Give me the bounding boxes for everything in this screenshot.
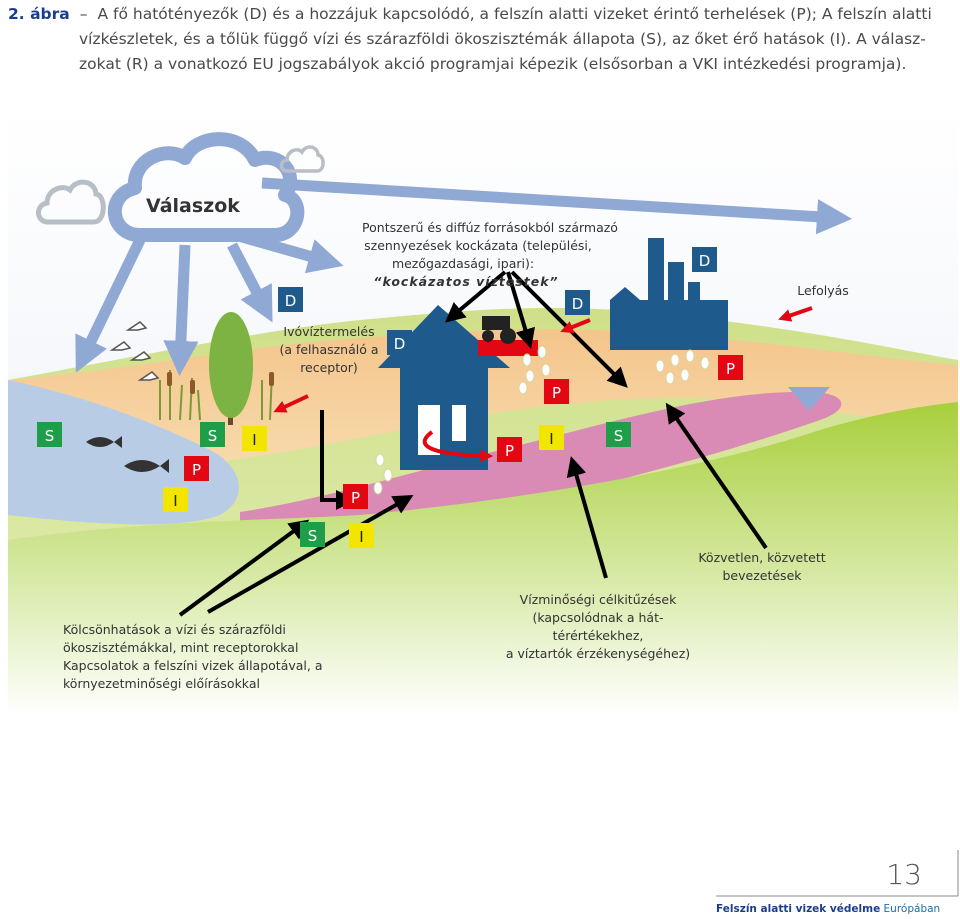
svg-text:S: S	[614, 427, 624, 445]
svg-text:D: D	[699, 252, 711, 270]
badge-d-2: D	[387, 330, 412, 355]
svg-text:P: P	[192, 461, 201, 479]
responses-label: Válaszok	[146, 195, 240, 217]
svg-text:I: I	[252, 431, 256, 449]
badge-p-4: P	[544, 379, 569, 404]
svg-text:környezetminőségi előírásokkal: környezetminőségi előírásokkal	[63, 676, 260, 691]
svg-text:S: S	[208, 427, 218, 445]
svg-text:S: S	[45, 427, 55, 445]
badge-s-1: S	[37, 422, 62, 447]
svg-text:P: P	[505, 442, 514, 460]
badge-s-4: S	[606, 422, 631, 447]
svg-text:P: P	[351, 489, 360, 507]
svg-text:I: I	[359, 528, 363, 546]
svg-text:szennyezések kockázata (telepü: szennyezések kockázata (települési,	[364, 238, 592, 253]
footer-rest: Európában	[880, 903, 940, 915]
svg-text:P: P	[726, 360, 735, 378]
svg-text:ökoszisztémákkal, mint recepto: ökoszisztémákkal, mint receptorokkal	[63, 640, 298, 655]
svg-text:Ivóvíztermelés: Ivóvíztermelés	[283, 324, 374, 339]
badge-s-2: S	[200, 422, 225, 447]
svg-text:S: S	[308, 527, 318, 545]
badge-i-1: I	[163, 487, 188, 512]
badge-p-3: P	[497, 437, 522, 462]
svg-text:Közvetlen, közvetett: Közvetlen, közvetett	[698, 550, 825, 565]
runoff-label: Lefolyás	[797, 283, 849, 298]
footer-bold: Felszín alatti vizek védelme	[716, 903, 880, 915]
badge-p-5: P	[718, 355, 743, 380]
badge-d-4: D	[692, 247, 717, 272]
badge-i-2: I	[242, 426, 267, 451]
badge-s-3: S	[300, 522, 325, 547]
badge-p-2: P	[343, 484, 368, 509]
footer-title: Felszín alatti vizek védelme Európában	[716, 903, 940, 915]
svg-text:I: I	[173, 492, 177, 510]
svg-text:Pontszerű és diffúz forrásokbó: Pontszerű és diffúz forrásokból származó	[362, 220, 618, 235]
svg-text:receptor): receptor)	[300, 360, 358, 375]
svg-text:bevezetések: bevezetések	[723, 568, 803, 583]
svg-text:I: I	[549, 430, 553, 448]
svg-text:P: P	[552, 384, 561, 402]
svg-text:Kapcsolatok a felszíni vizek á: Kapcsolatok a felszíni vizek állapotával…	[63, 658, 323, 673]
badge-i-4: I	[539, 425, 564, 450]
svg-text:Vízminőségi célkitűzések: Vízminőségi célkitűzések	[520, 592, 677, 607]
badge-i-3: I	[349, 523, 374, 548]
svg-text:D: D	[572, 295, 584, 313]
badge-d-1: D	[278, 287, 303, 312]
svg-text:a víztartók érzékenységéhez): a víztartók érzékenységéhez)	[506, 646, 690, 661]
svg-text:(a felhasználó a: (a felhasználó a	[279, 342, 378, 357]
svg-text:D: D	[285, 292, 297, 310]
svg-text:(kapcsolódnak a hát-: (kapcsolódnak a hát-	[533, 610, 664, 625]
svg-text:mezőgazdasági, ipari):: mezőgazdasági, ipari):	[392, 256, 534, 271]
svg-text:térértékekhez,: térértékekhez,	[553, 628, 644, 643]
svg-text:D: D	[394, 335, 406, 353]
page-number: 13	[886, 858, 922, 891]
svg-text:Kölcsönhatások a vízi és szára: Kölcsönhatások a vízi és szárazföldi	[63, 622, 286, 637]
risky-bodies-label: “kockázatos víztestek”	[373, 274, 558, 289]
badge-p-1: P	[184, 456, 209, 481]
badge-d-3: D	[565, 290, 590, 315]
